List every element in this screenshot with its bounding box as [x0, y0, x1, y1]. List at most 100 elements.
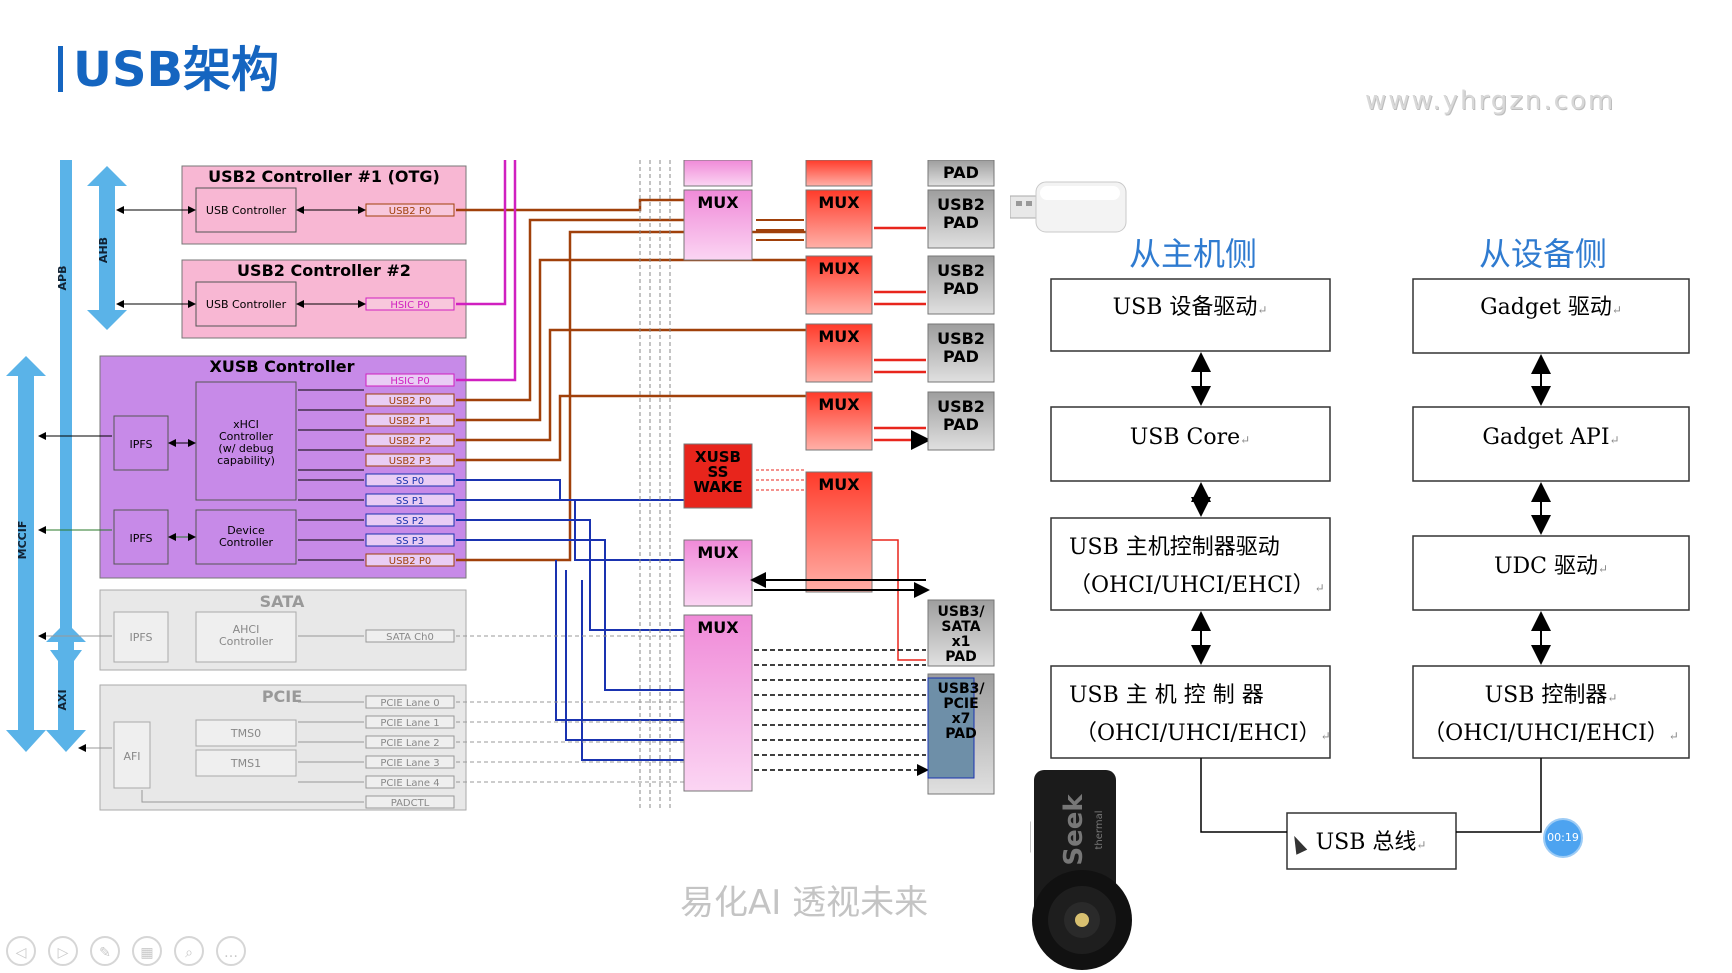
- svg-text:（OHCI/UHCI/EHCI）↵: （OHCI/UHCI/EHCI）↵: [1423, 721, 1679, 746]
- slide-title-text: USB架构: [73, 42, 280, 98]
- svg-text:x7: x7: [952, 711, 971, 727]
- software-arrows: [1191, 352, 1551, 833]
- seek-thermal-device-image: Seek thermal: [1030, 770, 1132, 970]
- slides-icon[interactable]: ▦: [132, 936, 162, 966]
- svg-text:XUSB: XUSB: [695, 448, 741, 466]
- svg-text:PAD: PAD: [943, 415, 979, 434]
- svg-text:MUX: MUX: [697, 193, 739, 212]
- watermark-slogan: 易化AI 透视未来: [680, 883, 929, 923]
- mux-pink-top: MUX: [683, 160, 753, 261]
- usb-bus-box: USB 总线↵: [1286, 812, 1457, 870]
- svg-text:MUX: MUX: [818, 475, 860, 494]
- svg-text:AHB: AHB: [97, 237, 110, 263]
- svg-text:MUX: MUX: [697, 618, 739, 637]
- pen-icon[interactable]: ✎: [90, 936, 120, 966]
- title-accent-bar: [58, 46, 63, 92]
- svg-text:USB 设备驱动↵: USB 设备驱动↵: [1113, 295, 1268, 320]
- svg-text:Gadget API↵: Gadget API↵: [1482, 425, 1619, 450]
- svg-text:PADCTL: PADCTL: [391, 798, 430, 809]
- recording-timer-badge[interactable]: 00:19: [1543, 818, 1583, 858]
- device-brand-sub: thermal: [1094, 811, 1105, 850]
- svg-text:PCIE: PCIE: [943, 696, 978, 712]
- svg-text:capability): capability): [217, 454, 275, 467]
- svg-text:xHCI: xHCI: [233, 418, 259, 431]
- svg-text:SATA: SATA: [941, 619, 980, 635]
- svg-text:PAD: PAD: [943, 279, 979, 298]
- svg-text:MCCIF: MCCIF: [16, 521, 29, 560]
- svg-text:TMS0: TMS0: [230, 727, 261, 740]
- svg-text:MUX: MUX: [818, 193, 860, 212]
- svg-text:USB 总线↵: USB 总线↵: [1316, 830, 1427, 855]
- svg-text:USB 主 机 控 制 器: USB 主 机 控 制 器: [1069, 683, 1264, 708]
- svg-text:Controller: Controller: [219, 536, 274, 549]
- svg-text:SS P3: SS P3: [396, 536, 424, 547]
- svg-text:PCIE Lane 2: PCIE Lane 2: [380, 738, 439, 749]
- bus-mccif: MCCIF: [6, 356, 46, 752]
- more-icon[interactable]: …: [216, 936, 246, 966]
- sata-controller: SATA IPFS AHCI Controller SATA Ch0: [38, 589, 467, 671]
- svg-text:Device: Device: [227, 524, 265, 537]
- host-controller-driver-box: USB 主机控制器驱动 （OHCI/UHCI/EHCI）↵: [1050, 517, 1331, 611]
- svg-text:HSIC P0: HSIC P0: [390, 300, 429, 311]
- xusb-controller: XUSB Controller IPFS xHCI Controller (w/…: [38, 355, 467, 579]
- slideshow-toolbar: ◁ ▷ ✎ ▦ ⌕ …: [6, 936, 246, 966]
- svg-text:USB2: USB2: [937, 195, 985, 214]
- svg-text:UDC 驱动↵: UDC 驱动↵: [1494, 554, 1608, 579]
- next-icon[interactable]: ▷: [48, 936, 78, 966]
- bus-axi: AXI: [46, 622, 86, 752]
- svg-text:USB3/: USB3/: [938, 604, 986, 620]
- svg-text:USB3/: USB3/: [938, 681, 986, 697]
- svg-text:USB Controller: USB Controller: [206, 204, 287, 217]
- svg-text:USB Controller: USB Controller: [206, 298, 287, 311]
- host-core-box: USB Core↵: [1050, 406, 1331, 482]
- mux-pink-usb3-sata: MUX: [683, 539, 753, 607]
- svg-text:Controller: Controller: [219, 635, 274, 648]
- svg-text:USB2: USB2: [937, 329, 985, 348]
- svg-text:USB Core↵: USB Core↵: [1130, 425, 1250, 450]
- mux-to-pad-links: [754, 219, 926, 770]
- svg-text:USB2 P0: USB2 P0: [389, 556, 431, 567]
- usb-hardware-block-diagram: APB AHB MCCIF AXI USB2 Controller #1 (OT…: [6, 160, 995, 811]
- svg-text:IPFS: IPFS: [130, 631, 153, 644]
- svg-text:PAD: PAD: [945, 649, 976, 665]
- svg-text:MUX: MUX: [818, 395, 860, 414]
- svg-text:AHCI: AHCI: [233, 623, 260, 636]
- svg-text:PCIE Lane 0: PCIE Lane 0: [380, 698, 439, 709]
- svg-text:SS P1: SS P1: [396, 496, 424, 507]
- svg-text:PAD: PAD: [943, 347, 979, 366]
- prev-icon[interactable]: ◁: [6, 936, 36, 966]
- usb2-controller-1: USB2 Controller #1 (OTG) USB Controller …: [116, 165, 467, 245]
- zoom-icon[interactable]: ⌕: [174, 936, 204, 966]
- svg-text:PCIE: PCIE: [262, 687, 302, 706]
- usb2-controller-2: USB2 Controller #2 USB Controller HSIC P…: [116, 259, 467, 339]
- wire-bundle: [456, 160, 806, 810]
- svg-text:x1: x1: [952, 634, 971, 650]
- svg-text:USB2 Controller #2: USB2 Controller #2: [237, 261, 411, 280]
- svg-text:Controller: Controller: [219, 430, 274, 443]
- svg-text:USB 控制器↵: USB 控制器↵: [1485, 683, 1618, 708]
- slide-title: USB架构: [58, 30, 279, 100]
- svg-text:(w/ debug: (w/ debug: [218, 442, 273, 455]
- udc-driver-box: UDC 驱动↵: [1412, 535, 1690, 611]
- svg-text:PAD: PAD: [943, 163, 979, 182]
- svg-text:PCIE Lane 1: PCIE Lane 1: [380, 718, 439, 729]
- svg-text:USB2 P3: USB2 P3: [389, 456, 431, 467]
- usb-stick-image: [1010, 181, 1127, 233]
- svg-text:HSIC P0: HSIC P0: [390, 376, 429, 387]
- host-device-driver-box: USB 设备驱动↵: [1050, 278, 1331, 352]
- svg-text:USB2: USB2: [937, 397, 985, 416]
- bus-ahb: AHB: [87, 166, 127, 330]
- svg-text:XUSB Controller: XUSB Controller: [210, 357, 355, 376]
- svg-text:（OHCI/UHCI/EHCI）↵: （OHCI/UHCI/EHCI）↵: [1075, 721, 1331, 746]
- usb-controller-box: USB 控制器↵ （OHCI/UHCI/EHCI）↵: [1412, 665, 1690, 759]
- svg-text:IPFS: IPFS: [130, 438, 153, 451]
- watermark-url: www.yhrgzn.com: [1365, 86, 1616, 116]
- pad-column: PAD USB2 PAD USB2 PAD USB2 PAD USB2 PAD …: [927, 160, 995, 795]
- svg-text:SATA Ch0: SATA Ch0: [386, 632, 434, 643]
- xusb-port-list: HSIC P0 USB2 P0 USB2 P1 USB2 P2 USB2 P3 …: [365, 373, 455, 567]
- svg-text:（OHCI/UHCI/EHCI）↵: （OHCI/UHCI/EHCI）↵: [1069, 573, 1325, 598]
- svg-text:SS: SS: [708, 463, 729, 481]
- gadget-api-box: Gadget API↵: [1412, 406, 1690, 482]
- mouse-cursor: [1288, 833, 1308, 855]
- svg-text:APB: APB: [56, 266, 69, 291]
